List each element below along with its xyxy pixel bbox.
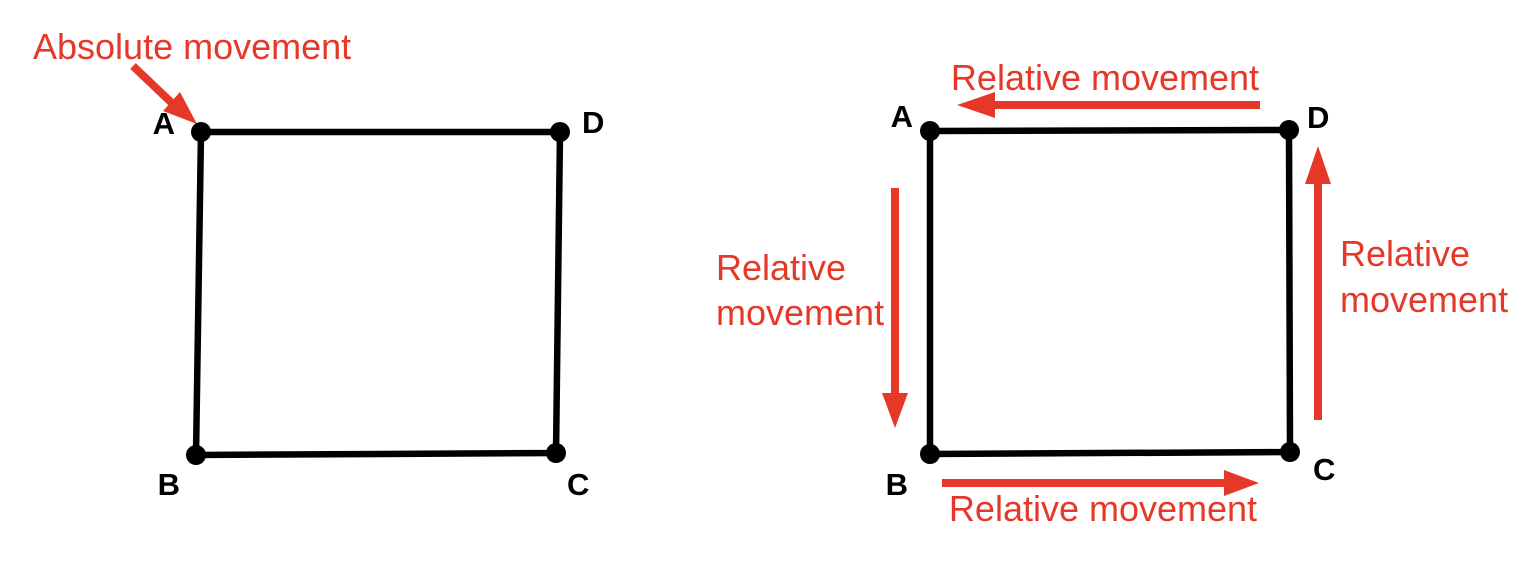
relative-arrow-right-arrowhead-icon xyxy=(1305,146,1331,184)
right-corner-dot-B xyxy=(920,444,940,464)
left-figure-absolute-movement: Absolute movement A D B C xyxy=(33,26,604,502)
right-square-outline xyxy=(926,126,1294,458)
left-corner-label-D: D xyxy=(582,105,604,140)
right-corner-label-B: B xyxy=(886,467,908,502)
right-corner-dot-C xyxy=(1280,442,1300,462)
right-corner-label-A: A xyxy=(891,99,913,134)
relative-arrow-left-arrowhead-icon xyxy=(882,393,908,428)
absolute-movement-arrowhead-icon xyxy=(163,92,197,124)
left-corner-label-B: B xyxy=(158,467,180,502)
relative-movement-label-right-line2: movement xyxy=(1340,279,1508,320)
right-corner-label-D: D xyxy=(1307,100,1329,135)
relative-movement-label-left-line1: Relative xyxy=(716,247,846,288)
absolute-movement-label: Absolute movement xyxy=(33,26,351,67)
left-corner-label-C: C xyxy=(567,467,589,502)
right-corner-dot-A xyxy=(920,121,940,141)
relative-movement-label-bottom: Relative movement xyxy=(949,488,1257,529)
left-square-outline xyxy=(192,128,564,459)
relative-arrow-top-arrowhead-icon xyxy=(957,92,995,118)
left-corner-dot-D xyxy=(550,122,570,142)
right-corner-label-C: C xyxy=(1313,452,1335,487)
relative-movement-label-right-line1: Relative xyxy=(1340,233,1470,274)
relative-movement-label-top: Relative movement xyxy=(951,57,1259,98)
left-corner-dot-B xyxy=(186,445,206,465)
right-figure-relative-movement: A D B C Relative movement Relative movem… xyxy=(716,57,1508,529)
relative-arrow-bottom-arrowhead-icon xyxy=(1224,470,1259,496)
right-corner-dot-D xyxy=(1279,120,1299,140)
left-corner-label-A: A xyxy=(153,106,175,141)
absolute-movement-arrow-shaft xyxy=(130,63,178,109)
left-corner-dot-C xyxy=(546,443,566,463)
relative-movement-label-left-line2: movement xyxy=(716,292,884,333)
left-corner-dot-A xyxy=(191,122,211,142)
